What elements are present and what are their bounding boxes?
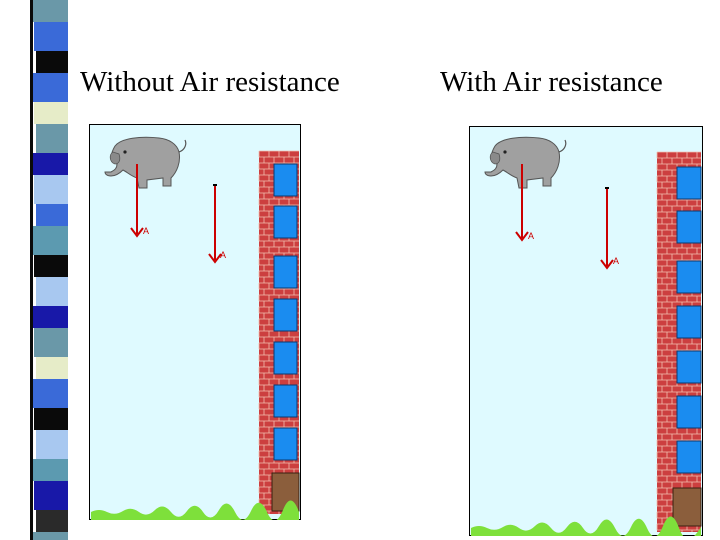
building-window — [274, 428, 297, 460]
building-window — [274, 342, 297, 374]
stripe-edge — [30, 0, 33, 540]
stripe-block — [32, 0, 68, 22]
building-window — [677, 351, 701, 383]
stripe-block — [36, 510, 68, 532]
stripe-block — [36, 51, 68, 73]
stripe-block — [32, 532, 68, 540]
building-window — [274, 385, 297, 417]
stripe-block — [36, 430, 68, 459]
building-window — [677, 396, 701, 428]
stripe-block — [36, 124, 68, 153]
brick-building — [657, 152, 701, 532]
panel-without-air-resistance: A A — [89, 124, 301, 520]
stripe-block — [32, 306, 68, 328]
heading-with-air-resistance: With Air resistance — [440, 66, 663, 99]
building-window — [677, 261, 701, 293]
stripe-block — [36, 277, 68, 306]
stripe-block — [34, 481, 68, 510]
panel-with-air-resistance: A A — [469, 126, 703, 536]
stripe-block — [34, 328, 68, 357]
stripe-block — [34, 255, 68, 277]
building-window — [274, 299, 297, 331]
stripe-block — [32, 153, 68, 175]
building-window — [677, 167, 701, 199]
building-window — [274, 256, 297, 288]
stripe-block — [32, 379, 68, 408]
building-window — [677, 211, 701, 243]
stripe-block — [32, 73, 68, 102]
building-window — [274, 206, 297, 238]
stripe-block — [36, 204, 68, 226]
building-door — [673, 488, 701, 526]
stripe-block — [34, 175, 68, 204]
stripe-block — [32, 459, 68, 481]
stripe-block — [32, 226, 68, 255]
stripe-block — [34, 22, 68, 51]
arrow-label: A — [220, 250, 226, 260]
stripe-block — [34, 102, 68, 124]
building-window — [677, 441, 701, 473]
building-window — [274, 164, 297, 196]
arrow-label: A — [143, 226, 149, 236]
decorative-stripe — [0, 0, 70, 540]
arrow-label: A — [613, 256, 619, 266]
building-window — [677, 306, 701, 338]
heading-without-air-resistance: Without Air resistance — [80, 66, 340, 99]
arrow-label: A — [528, 231, 534, 241]
brick-building — [259, 151, 299, 514]
stripe-block — [36, 357, 68, 379]
stripe-block — [34, 408, 68, 430]
